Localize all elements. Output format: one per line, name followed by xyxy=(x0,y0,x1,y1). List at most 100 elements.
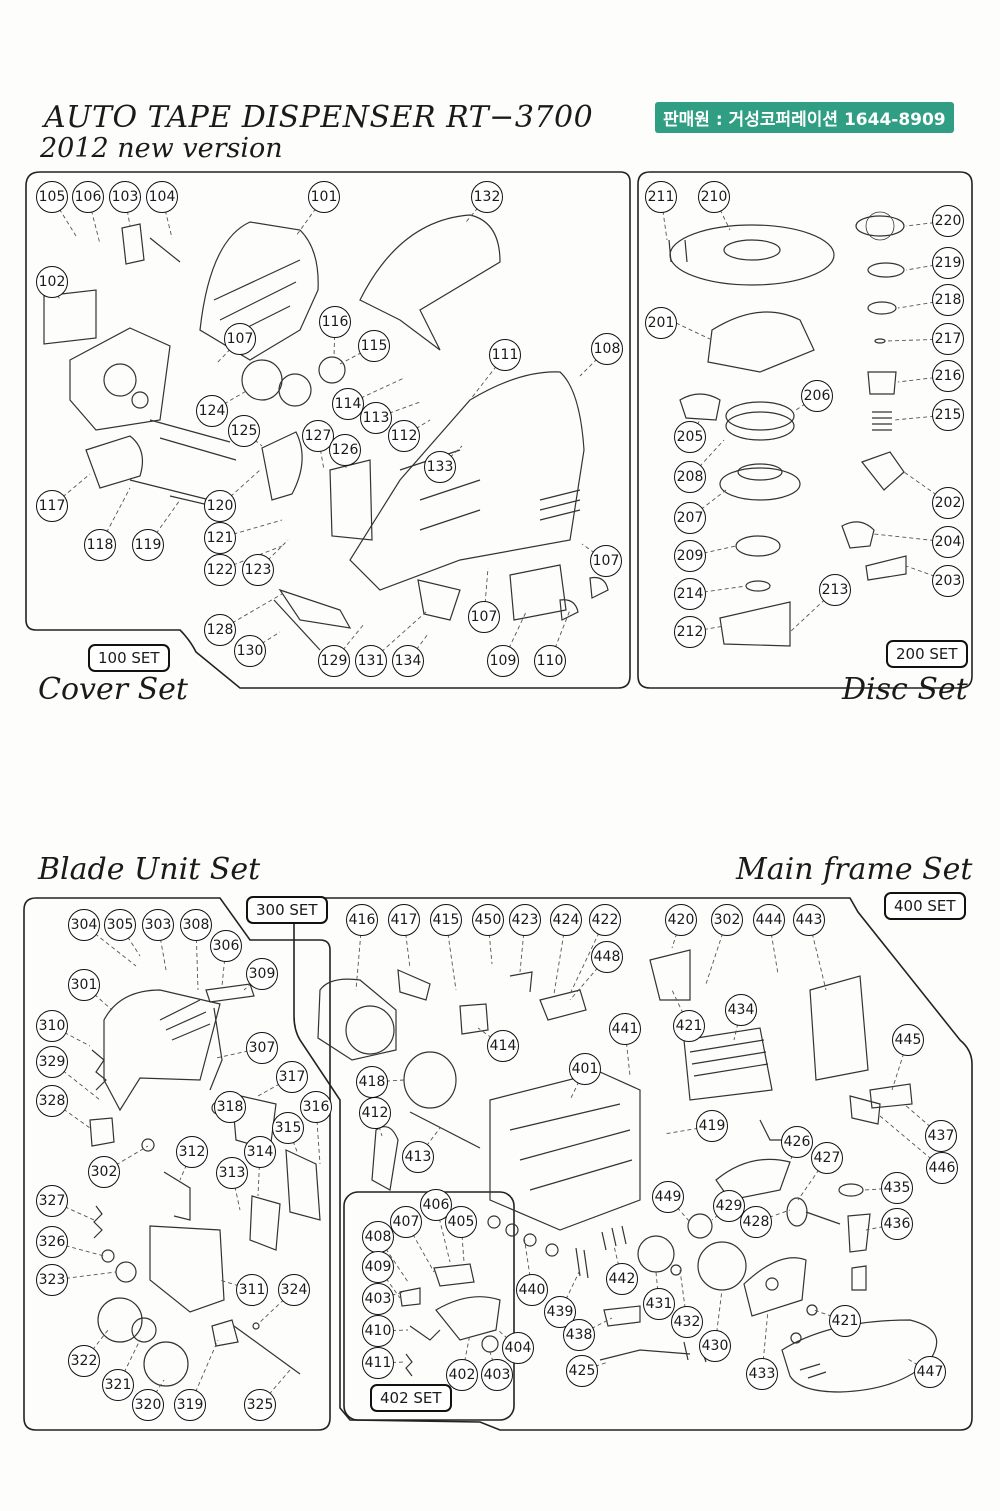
callout-part: 133 xyxy=(424,451,456,483)
callout-part: 203 xyxy=(932,565,964,597)
callout-part: 125 xyxy=(228,415,260,447)
callout-part: 448 xyxy=(591,941,623,973)
callout-part: 132 xyxy=(471,181,503,213)
callout-part: 447 xyxy=(914,1356,946,1388)
disc-set-panel-border xyxy=(637,171,973,689)
callout-part: 438 xyxy=(563,1319,595,1351)
callout-part: 215 xyxy=(932,399,964,431)
callout-part: 444 xyxy=(753,904,785,936)
callout-part: 446 xyxy=(926,1152,958,1184)
callout-part: 309 xyxy=(246,958,278,990)
callout-part: 317 xyxy=(276,1061,308,1093)
callout-part: 304 xyxy=(68,909,100,941)
callout-part: 112 xyxy=(388,420,420,452)
callout-part: 127 xyxy=(302,420,334,452)
callout-part: 421 xyxy=(829,1305,861,1337)
blade-set-label: Blade Unit Set xyxy=(38,852,261,887)
callout-part: 214 xyxy=(674,578,706,610)
callout-part: 314 xyxy=(244,1136,276,1168)
callout-part: 412 xyxy=(359,1097,391,1129)
blade-set-panel-border xyxy=(23,897,331,1431)
cover-set-label: Cover Set xyxy=(38,672,188,707)
callout-part: 424 xyxy=(550,904,582,936)
callout-part: 406 xyxy=(420,1189,452,1221)
callout-part: 121 xyxy=(204,522,236,554)
callout-part: 419 xyxy=(696,1110,728,1142)
callout-part: 420 xyxy=(665,904,697,936)
callout-part: 107 xyxy=(590,545,622,577)
mainframe-set-label: Main frame Set xyxy=(736,852,973,887)
callout-part: 426 xyxy=(781,1126,813,1158)
callout-part: 123 xyxy=(242,554,274,586)
callout-part: 115 xyxy=(358,330,390,362)
callout-part: 114 xyxy=(332,388,364,420)
callout-part: 409 xyxy=(362,1251,394,1283)
callout-part: 437 xyxy=(925,1120,957,1152)
callout-part: 319 xyxy=(174,1389,206,1421)
callout-part: 302 xyxy=(711,904,743,936)
callout-part: 105 xyxy=(36,181,68,213)
callout-part: 130 xyxy=(234,635,266,667)
callout-part: 449 xyxy=(652,1181,684,1213)
callout-part: 205 xyxy=(674,421,706,453)
callout-part: 436 xyxy=(881,1208,913,1240)
callout-part: 413 xyxy=(402,1141,434,1173)
callout-part: 416 xyxy=(346,904,378,936)
callout-part: 320 xyxy=(132,1389,164,1421)
callout-part: 311 xyxy=(236,1274,268,1306)
callout-part: 206 xyxy=(801,380,833,412)
mainframe-set-panel-border xyxy=(293,897,973,1431)
callout-part: 326 xyxy=(36,1226,68,1258)
callout-part: 440 xyxy=(516,1274,548,1306)
callout-part: 421 xyxy=(673,1010,705,1042)
callout-part: 418 xyxy=(356,1066,388,1098)
callout-part: 204 xyxy=(932,526,964,558)
callout-part: 321 xyxy=(102,1369,134,1401)
callout-part: 210 xyxy=(698,181,730,213)
callout-part: 308 xyxy=(180,909,212,941)
callout-part: 425 xyxy=(566,1355,598,1387)
callout-part: 442 xyxy=(606,1263,638,1295)
callout-part: 316 xyxy=(300,1091,332,1123)
blade-set-code: 300 SET xyxy=(246,896,328,924)
callout-part: 417 xyxy=(388,904,420,936)
callout-part: 106 xyxy=(72,181,104,213)
callout-part: 118 xyxy=(84,529,116,561)
callout-part: 405 xyxy=(445,1206,477,1238)
callout-part: 107 xyxy=(468,601,500,633)
callout-part: 119 xyxy=(132,529,164,561)
callout-part: 202 xyxy=(932,487,964,519)
callout-part: 415 xyxy=(430,904,462,936)
disc-set-code: 200 SET xyxy=(886,640,968,668)
callout-part: 302 xyxy=(88,1156,120,1188)
callout-part: 315 xyxy=(272,1112,304,1144)
callout-part: 216 xyxy=(932,360,964,392)
document-title: AUTO TAPE DISPENSER RT−3700 xyxy=(44,100,594,135)
callout-part: 422 xyxy=(589,904,621,936)
callout-part: 307 xyxy=(246,1032,278,1064)
callout-part: 404 xyxy=(502,1332,534,1364)
callout-part: 408 xyxy=(362,1221,394,1253)
callout-part: 103 xyxy=(109,181,141,213)
callout-part: 207 xyxy=(674,502,706,534)
callout-part: 107 xyxy=(224,323,256,355)
callout-part: 101 xyxy=(308,181,340,213)
callout-part: 310 xyxy=(36,1010,68,1042)
mainframe-set-code: 400 SET xyxy=(884,892,966,920)
callout-part: 209 xyxy=(674,540,706,572)
callout-part: 109 xyxy=(487,645,519,677)
callout-part: 306 xyxy=(210,930,242,962)
callout-part: 201 xyxy=(645,307,677,339)
callout-part: 220 xyxy=(932,205,964,237)
callout-part: 111 xyxy=(489,339,521,371)
callout-part: 441 xyxy=(609,1013,641,1045)
subset-402-code: 402 SET xyxy=(370,1384,452,1412)
callout-part: 212 xyxy=(674,616,706,648)
callout-part: 305 xyxy=(104,909,136,941)
callout-part: 122 xyxy=(204,554,236,586)
callout-part: 116 xyxy=(319,306,351,338)
callout-part: 430 xyxy=(699,1330,731,1362)
callout-part: 108 xyxy=(591,333,623,365)
